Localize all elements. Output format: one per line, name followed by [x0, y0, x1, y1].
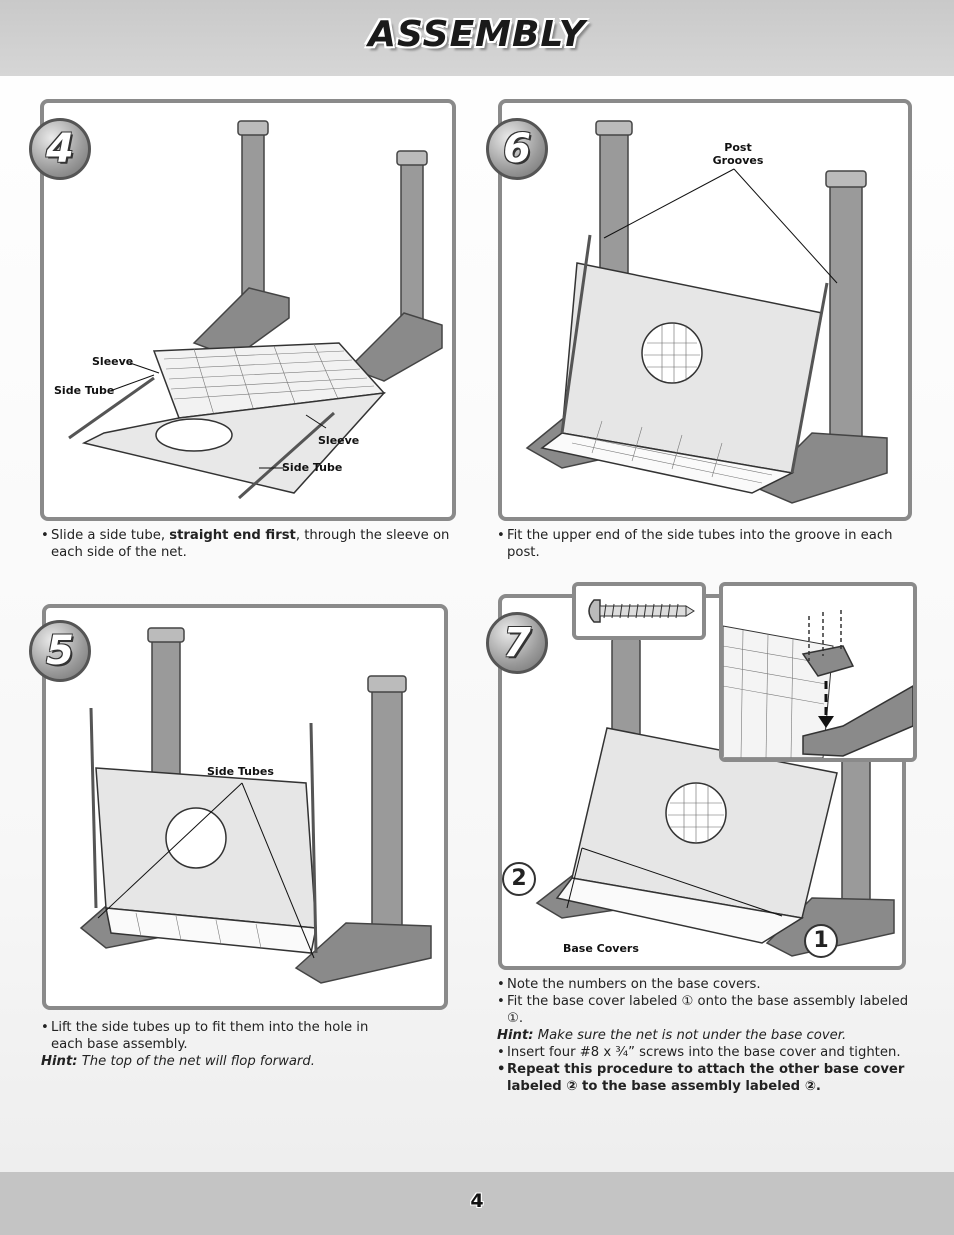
step-4-illustration	[68, 120, 443, 500]
step-7-number: 7	[503, 620, 531, 666]
step-5-bullet-row: • Lift the side tubes up to fit them int…	[41, 1020, 369, 1052]
step-5-illustration	[79, 627, 432, 984]
callout-sleeve-bottom: Sleeve	[318, 434, 360, 447]
step-4-instructions: • Slide a side tube, straight end first,…	[41, 527, 451, 561]
step-7-instructions: • Note the numbers on the base covers. •…	[497, 976, 917, 1095]
step-5-badge: 5	[29, 620, 91, 682]
step-6-bullet-row: • Fit the upper end of the side tubes in…	[497, 528, 893, 560]
step-6-instructions: • Fit the upper end of the side tubes in…	[497, 527, 912, 561]
step-7-bullet-4: • Repeat this procedure to attach the ot…	[497, 1062, 905, 1094]
step-4-number: 4	[46, 126, 74, 172]
step-7-bullet-1: • Note the numbers on the base covers.	[497, 977, 761, 992]
footer-band	[0, 1172, 954, 1235]
step-6-number: 6	[503, 126, 531, 172]
step-7-illustration	[535, 637, 895, 957]
label-number-1: 1	[804, 924, 838, 958]
step-5-hint: Hint: The top of the net will flop forwa…	[41, 1054, 315, 1069]
step-7-badge: 7	[486, 612, 548, 674]
detail-inset	[719, 582, 917, 762]
step-6-badge: 6	[486, 118, 548, 180]
step-4-panel: Sleeve Side Tube Sleeve Side Tube	[40, 99, 456, 521]
callout-base-covers: Base Covers	[563, 942, 639, 955]
screw-icon	[588, 599, 695, 623]
step-5-instructions: • Lift the side tubes up to fit them int…	[41, 1019, 401, 1070]
callout-sleeve-top: Sleeve	[92, 355, 134, 368]
label-number-2: 2	[502, 862, 536, 896]
step-7-hint: Hint: Make sure the net is not under the…	[497, 1028, 847, 1043]
step-7-panel: Base Covers 2 1	[498, 594, 906, 970]
callout-side-tube-top: Side Tube	[54, 384, 115, 397]
callout-side-tubes: Side Tubes	[207, 765, 274, 778]
step-6-illustration	[525, 120, 888, 504]
page-title: ASSEMBLY	[368, 14, 586, 55]
step-4-badge: 4	[29, 118, 91, 180]
callout-side-tube-bottom: Side Tube	[282, 461, 343, 474]
step-4-bullet-row: • Slide a side tube, straight end first,…	[41, 528, 450, 560]
step-5-panel: Side Tubes	[42, 604, 448, 1010]
header-band	[0, 0, 954, 76]
screw-inset	[572, 582, 706, 640]
step-7-bullet-2: • Fit the base cover labeled ① onto the …	[497, 994, 909, 1026]
callout-post-grooves: Post Grooves	[712, 141, 764, 167]
step-5-number: 5	[46, 628, 74, 674]
step-6-panel: Post Grooves	[498, 99, 912, 521]
page-number: 4	[470, 1190, 484, 1212]
detail-illustration	[723, 610, 913, 758]
step-7-bullet-3: • Insert four #8 x ¾” screws into the ba…	[497, 1045, 901, 1060]
